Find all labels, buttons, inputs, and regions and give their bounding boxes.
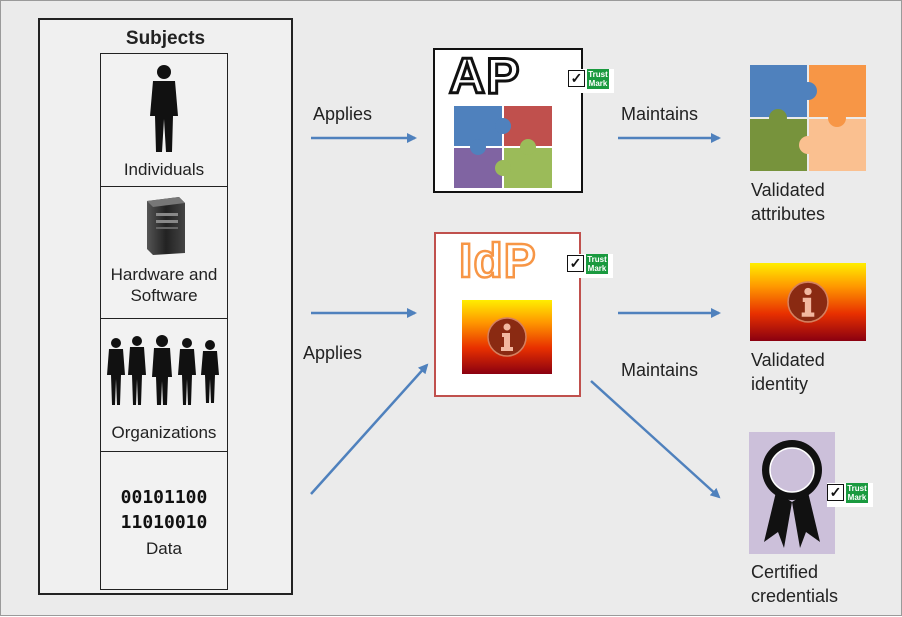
identity-provider-box: IdP ✓ Trust Mark bbox=[434, 232, 613, 397]
validated-identity-panel bbox=[750, 263, 866, 341]
server-tower-icon bbox=[147, 197, 185, 255]
idp-info-panel bbox=[462, 300, 552, 374]
validated-identity-line2: identity bbox=[751, 374, 809, 394]
individuals-label: Individuals bbox=[123, 160, 205, 179]
subjects-title: Subjects bbox=[125, 28, 206, 49]
subjects-panel: Subjects Individuals bbox=[38, 18, 293, 595]
validated-attributes-line1: Validated bbox=[751, 180, 825, 200]
info-icon bbox=[487, 317, 527, 357]
idp-trust-mark-text: Trust Mark bbox=[586, 254, 608, 274]
certified-credentials-panel bbox=[749, 432, 835, 554]
certified-credentials-line1: Certified bbox=[751, 562, 819, 582]
check-icon: ✓ bbox=[567, 255, 584, 272]
maintains-bottom-label: Maintains bbox=[621, 360, 699, 380]
ap-trust-mark: ✓ Trust Mark bbox=[568, 69, 614, 93]
ap-trust-mark-text: Trust Mark bbox=[587, 69, 609, 89]
ap-title: AP bbox=[447, 47, 521, 106]
data-label: Data bbox=[146, 539, 182, 558]
businessman-icon bbox=[150, 65, 178, 152]
check-icon: ✓ bbox=[827, 484, 844, 501]
hardware-software-label: Hardware and Software bbox=[101, 264, 227, 306]
hardware-software-text: Hardware and Software bbox=[110, 265, 218, 305]
binary-line-1: 00101100 bbox=[120, 487, 208, 508]
arrow-data-to-idp bbox=[310, 363, 429, 495]
arrow-idp-to-credentials bbox=[590, 380, 721, 499]
subject-data: 00101100 11010010 Data bbox=[100, 451, 228, 590]
organizations-label: Organizations bbox=[111, 423, 217, 442]
maintains-top-label: Maintains bbox=[621, 104, 699, 124]
certified-credentials-line2: credentials bbox=[751, 586, 839, 606]
validated-attributes-label: Validated attributes bbox=[751, 178, 825, 226]
applies-bottom-label: Applies bbox=[303, 343, 363, 363]
applies-top-label: Applies bbox=[313, 104, 373, 124]
group-of-people-icon bbox=[107, 335, 219, 405]
validated-attributes-line2: attributes bbox=[751, 204, 826, 224]
award-ribbon-icon bbox=[762, 440, 822, 548]
certified-credentials-label: Certified credentials bbox=[751, 560, 838, 608]
credentials-trust-mark-text: Trust Mark bbox=[846, 483, 868, 503]
validated-identity-label: Validated identity bbox=[751, 348, 825, 396]
validated-identity-line1: Validated bbox=[751, 350, 825, 370]
info-icon bbox=[787, 281, 829, 323]
credentials-trust-mark: ✓ Trust Mark bbox=[827, 483, 873, 507]
validated-attributes-puzzle-icon bbox=[750, 65, 866, 171]
attribute-provider-box: AP ✓ Trust Mark bbox=[433, 47, 614, 193]
binary-line-2: 11010010 bbox=[120, 512, 208, 533]
subject-organizations: Organizations bbox=[100, 318, 228, 452]
puzzle-icon bbox=[454, 106, 552, 188]
check-icon: ✓ bbox=[568, 70, 585, 87]
subject-individuals: Individuals bbox=[100, 53, 228, 187]
idp-title: IdP bbox=[458, 234, 537, 290]
idp-trust-mark: ✓ Trust Mark bbox=[567, 254, 613, 278]
subject-hardware-software: Hardware and Software bbox=[100, 186, 228, 319]
